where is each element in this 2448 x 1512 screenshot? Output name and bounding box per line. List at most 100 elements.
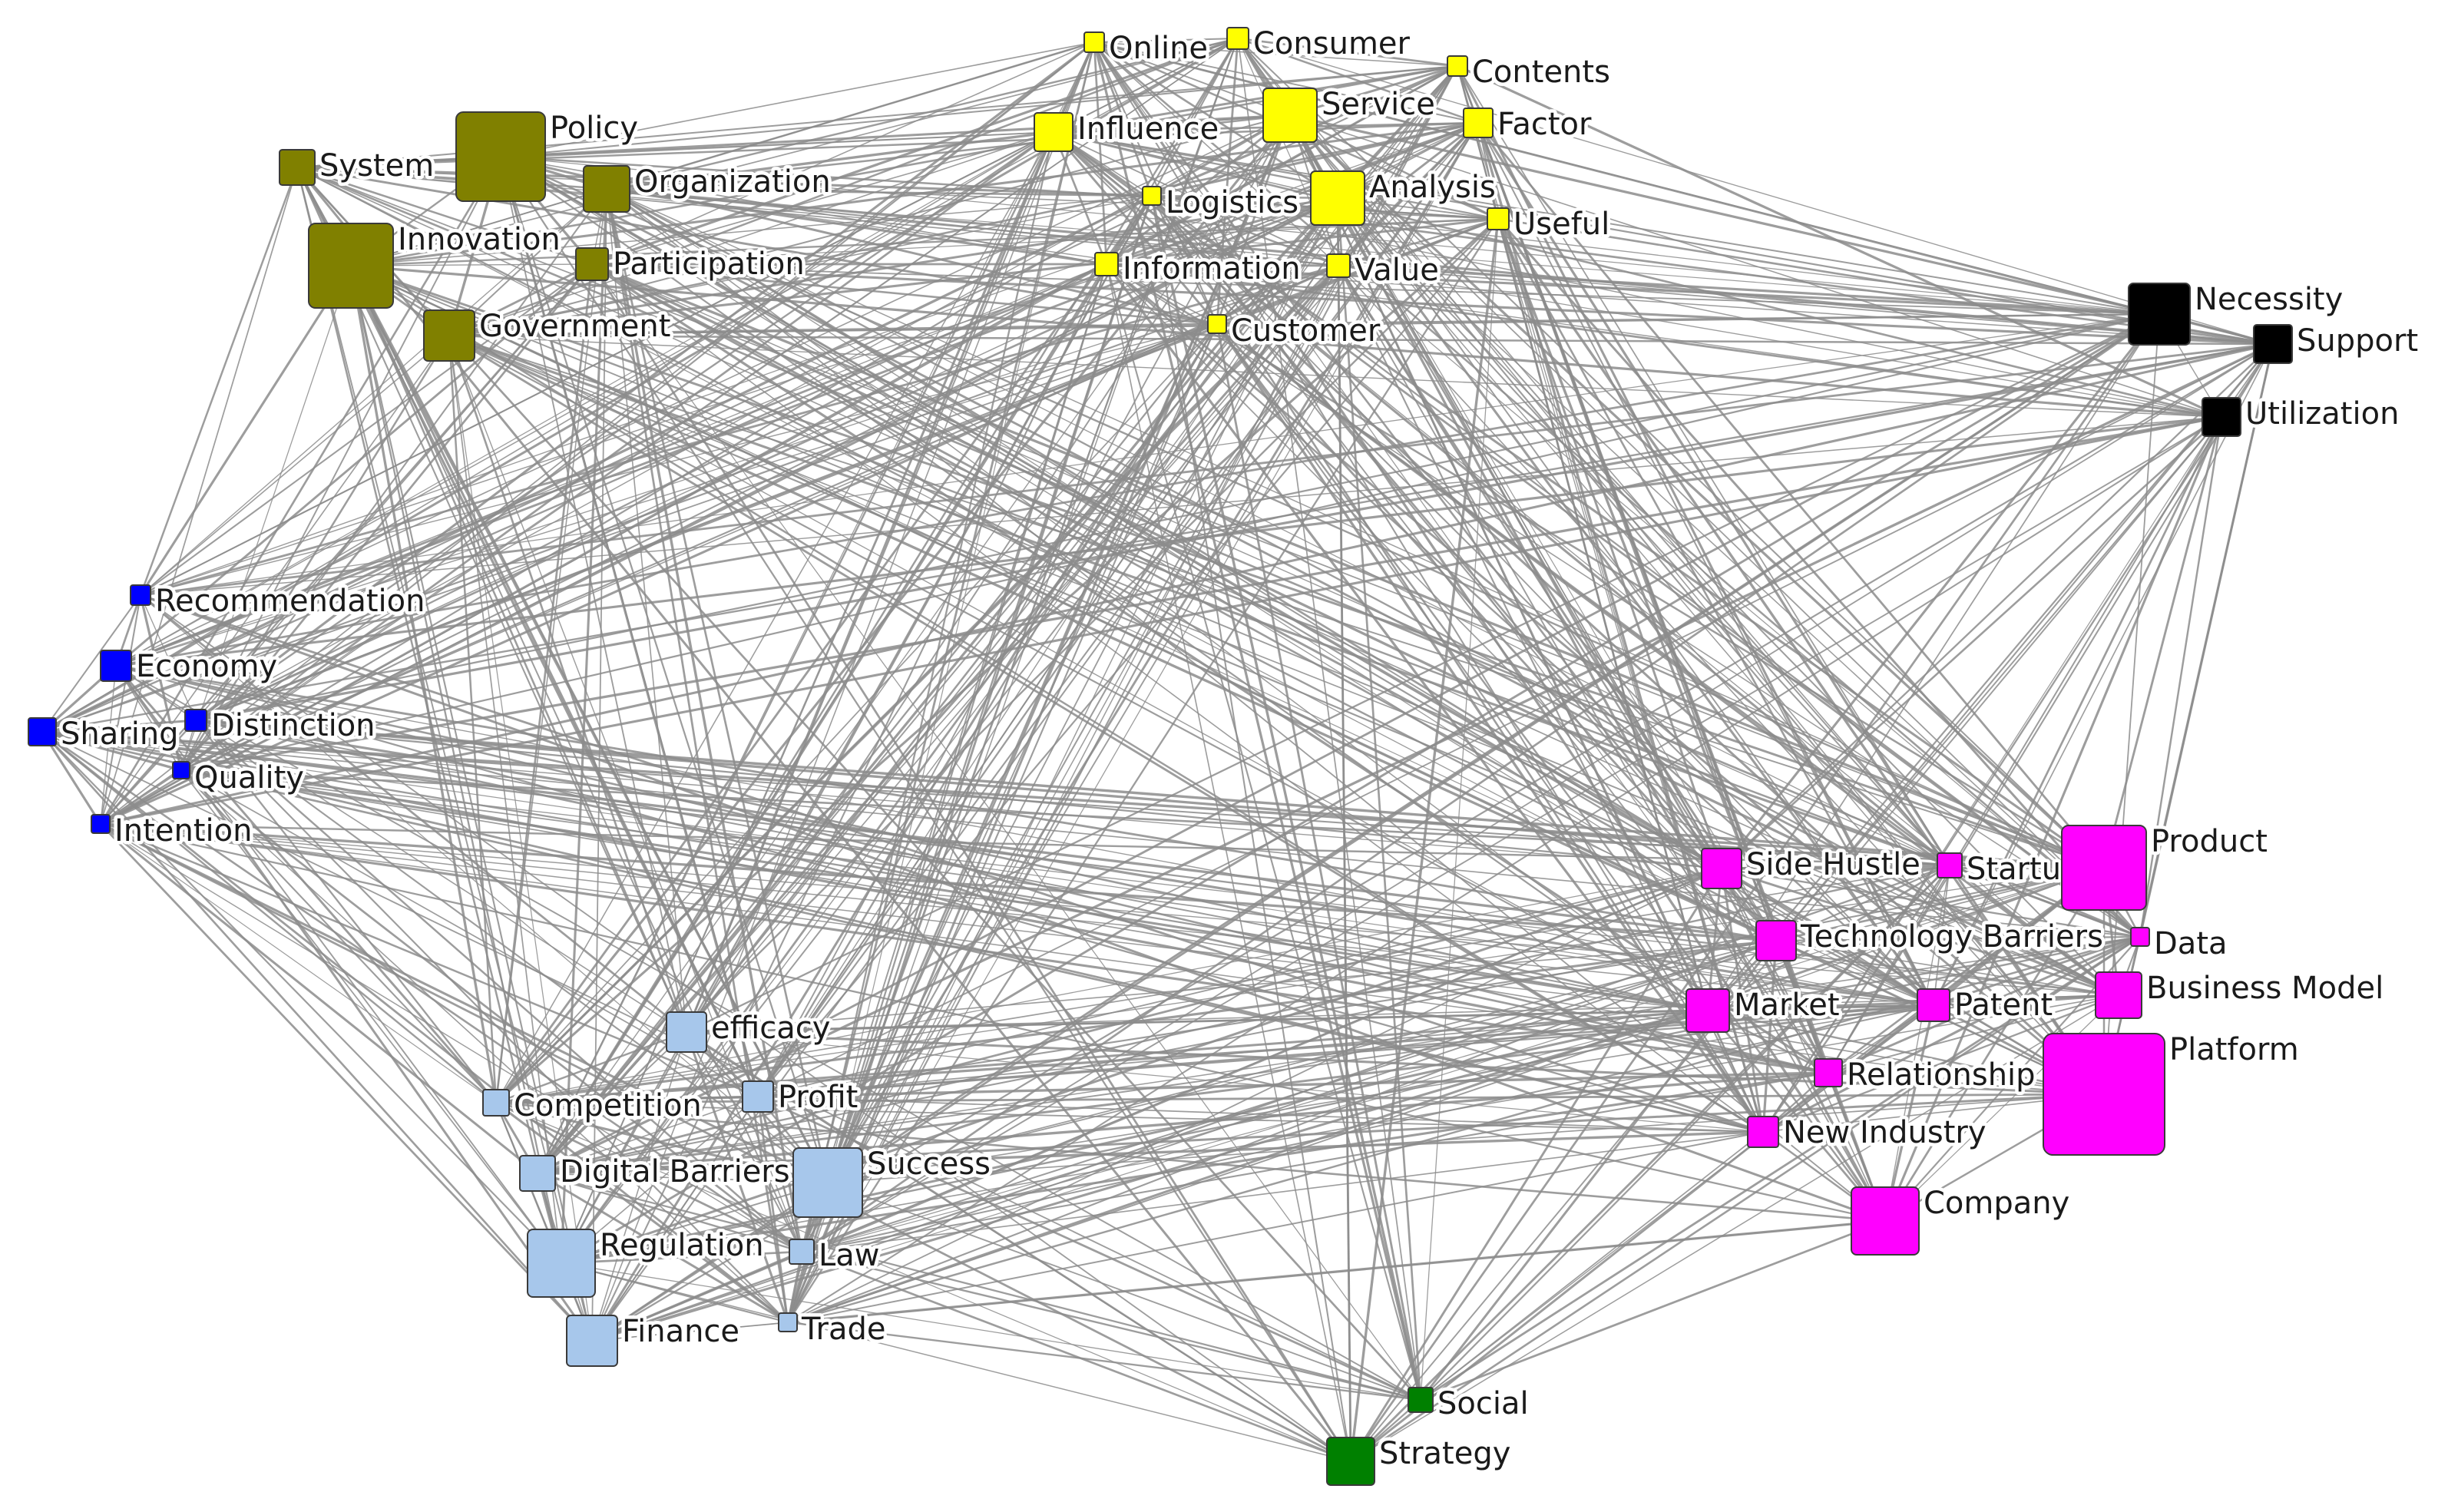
node-necessity[interactable]: Necessity [2128, 279, 2347, 346]
node-intention[interactable]: Intention [91, 810, 256, 852]
node-customer[interactable]: Customer [1207, 310, 1384, 352]
node-marker-efficacy[interactable] [666, 1011, 707, 1053]
node-innovation[interactable]: Innovation [308, 219, 564, 309]
node-marker-service[interactable] [1262, 88, 1318, 143]
node-business-model[interactable]: Business Model [2095, 968, 2387, 1019]
node-organization[interactable]: Organization [583, 161, 834, 213]
node-relationship[interactable]: Relationship [1814, 1054, 2039, 1097]
node-marker-factor[interactable] [1463, 108, 1494, 138]
node-marker-participation[interactable] [575, 247, 609, 281]
node-social[interactable]: Social [1408, 1383, 1532, 1425]
node-marker-data[interactable] [2130, 927, 2150, 947]
node-distinction[interactable]: Distinction [184, 705, 379, 747]
node-marker-finance[interactable] [566, 1315, 618, 1367]
node-marker-utilization[interactable] [2202, 397, 2241, 437]
node-strategy[interactable]: Strategy [1326, 1433, 1514, 1486]
node-marker-strategy[interactable] [1326, 1437, 1375, 1486]
node-online[interactable]: Online [1083, 28, 1212, 70]
node-marker-analysis[interactable] [1310, 170, 1365, 226]
node-technology-barriers[interactable]: Technology Barriers [1755, 916, 2106, 961]
node-profit[interactable]: Profit [742, 1077, 862, 1119]
node-marker-side-hustle[interactable] [1701, 848, 1742, 889]
node-marker-value[interactable] [1326, 253, 1351, 278]
node-government[interactable]: Government [423, 306, 674, 362]
node-marker-regulation[interactable] [527, 1229, 596, 1298]
node-marker-system[interactable] [279, 149, 316, 186]
node-information[interactable]: Information [1094, 248, 1304, 290]
node-side-hustle[interactable]: Side Hustle [1701, 844, 1924, 889]
node-marker-contents[interactable] [1447, 55, 1468, 77]
node-policy[interactable]: Policy [455, 108, 642, 202]
node-support[interactable]: Support [2253, 320, 2422, 364]
node-marker-logistics[interactable] [1142, 186, 1162, 206]
node-marker-relationship[interactable] [1814, 1058, 1843, 1087]
node-marker-new-industry[interactable] [1747, 1116, 1779, 1148]
node-marker-economy[interactable] [100, 650, 132, 682]
node-data[interactable]: Data [2130, 923, 2231, 965]
node-marker-platform[interactable] [2043, 1033, 2165, 1156]
node-marker-technology-barriers[interactable] [1755, 920, 1797, 961]
node-marker-intention[interactable] [91, 814, 111, 834]
node-economy[interactable]: Economy [100, 646, 281, 688]
node-regulation[interactable]: Regulation [527, 1225, 767, 1298]
node-logistics[interactable]: Logistics [1142, 182, 1302, 224]
node-marker-government[interactable] [423, 309, 475, 362]
node-marker-market[interactable] [1685, 988, 1730, 1033]
node-success[interactable]: Success [792, 1143, 994, 1218]
node-influence[interactable]: Influence [1034, 108, 1222, 152]
node-marker-useful[interactable] [1487, 207, 1510, 230]
node-marker-consumer[interactable] [1226, 27, 1249, 50]
edge [41, 264, 1339, 733]
node-analysis[interactable]: Analysis [1310, 167, 1499, 226]
node-digital-barriers[interactable]: Digital Barriers [519, 1151, 793, 1193]
node-marker-product[interactable] [2061, 825, 2147, 911]
node-company[interactable]: Company [1851, 1183, 2073, 1256]
node-marker-policy[interactable] [455, 111, 546, 202]
node-contents[interactable]: Contents [1447, 51, 1613, 94]
node-system[interactable]: System [279, 145, 438, 187]
node-product[interactable]: Product [2061, 821, 2271, 911]
node-marker-startup[interactable] [1937, 852, 1963, 878]
node-participation[interactable]: Participation [575, 243, 808, 286]
node-new-industry[interactable]: New Industry [1747, 1112, 1990, 1154]
node-marker-business-model[interactable] [2095, 971, 2142, 1019]
node-competition[interactable]: Competition [482, 1085, 705, 1127]
node-marker-support[interactable] [2253, 324, 2293, 364]
node-market[interactable]: Market [1685, 984, 1843, 1033]
node-sharing[interactable]: Sharing [28, 713, 182, 756]
node-marker-sharing[interactable] [28, 717, 57, 746]
node-factor[interactable]: Factor [1463, 104, 1595, 146]
node-marker-customer[interactable] [1207, 314, 1227, 334]
node-marker-patent[interactable] [1917, 988, 1950, 1022]
node-consumer[interactable]: Consumer [1226, 23, 1414, 65]
node-marker-success[interactable] [792, 1147, 863, 1218]
node-marker-necessity[interactable] [2128, 283, 2191, 346]
node-trade[interactable]: Trade [778, 1309, 889, 1351]
node-marker-distinction[interactable] [184, 709, 207, 732]
node-service[interactable]: Service [1262, 84, 1438, 143]
node-platform[interactable]: Platform [2043, 1029, 2302, 1156]
node-marker-online[interactable] [1083, 31, 1105, 53]
node-marker-profit[interactable] [742, 1080, 774, 1113]
node-marker-recommendation[interactable] [130, 584, 151, 606]
node-patent[interactable]: Patent [1917, 984, 2056, 1027]
node-finance[interactable]: Finance [566, 1311, 743, 1367]
node-marker-digital-barriers[interactable] [519, 1155, 556, 1192]
node-law[interactable]: Law [789, 1235, 883, 1277]
node-marker-organization[interactable] [583, 165, 630, 213]
node-recommendation[interactable]: Recommendation [130, 581, 428, 623]
node-marker-social[interactable] [1408, 1387, 1434, 1413]
node-utilization[interactable]: Utilization [2202, 393, 2403, 437]
node-marker-trade[interactable] [778, 1312, 798, 1332]
node-marker-innovation[interactable] [308, 223, 394, 309]
node-useful[interactable]: Useful [1487, 203, 1613, 246]
node-marker-company[interactable] [1851, 1186, 1920, 1256]
node-quality[interactable]: Quality [172, 757, 307, 799]
node-marker-influence[interactable] [1034, 112, 1073, 152]
node-marker-information[interactable] [1094, 252, 1119, 276]
node-efficacy[interactable]: efficacy [666, 1007, 834, 1053]
node-marker-competition[interactable] [482, 1089, 510, 1117]
node-value[interactable]: Value [1326, 250, 1442, 292]
node-marker-law[interactable] [789, 1239, 815, 1265]
node-marker-quality[interactable] [172, 761, 190, 779]
